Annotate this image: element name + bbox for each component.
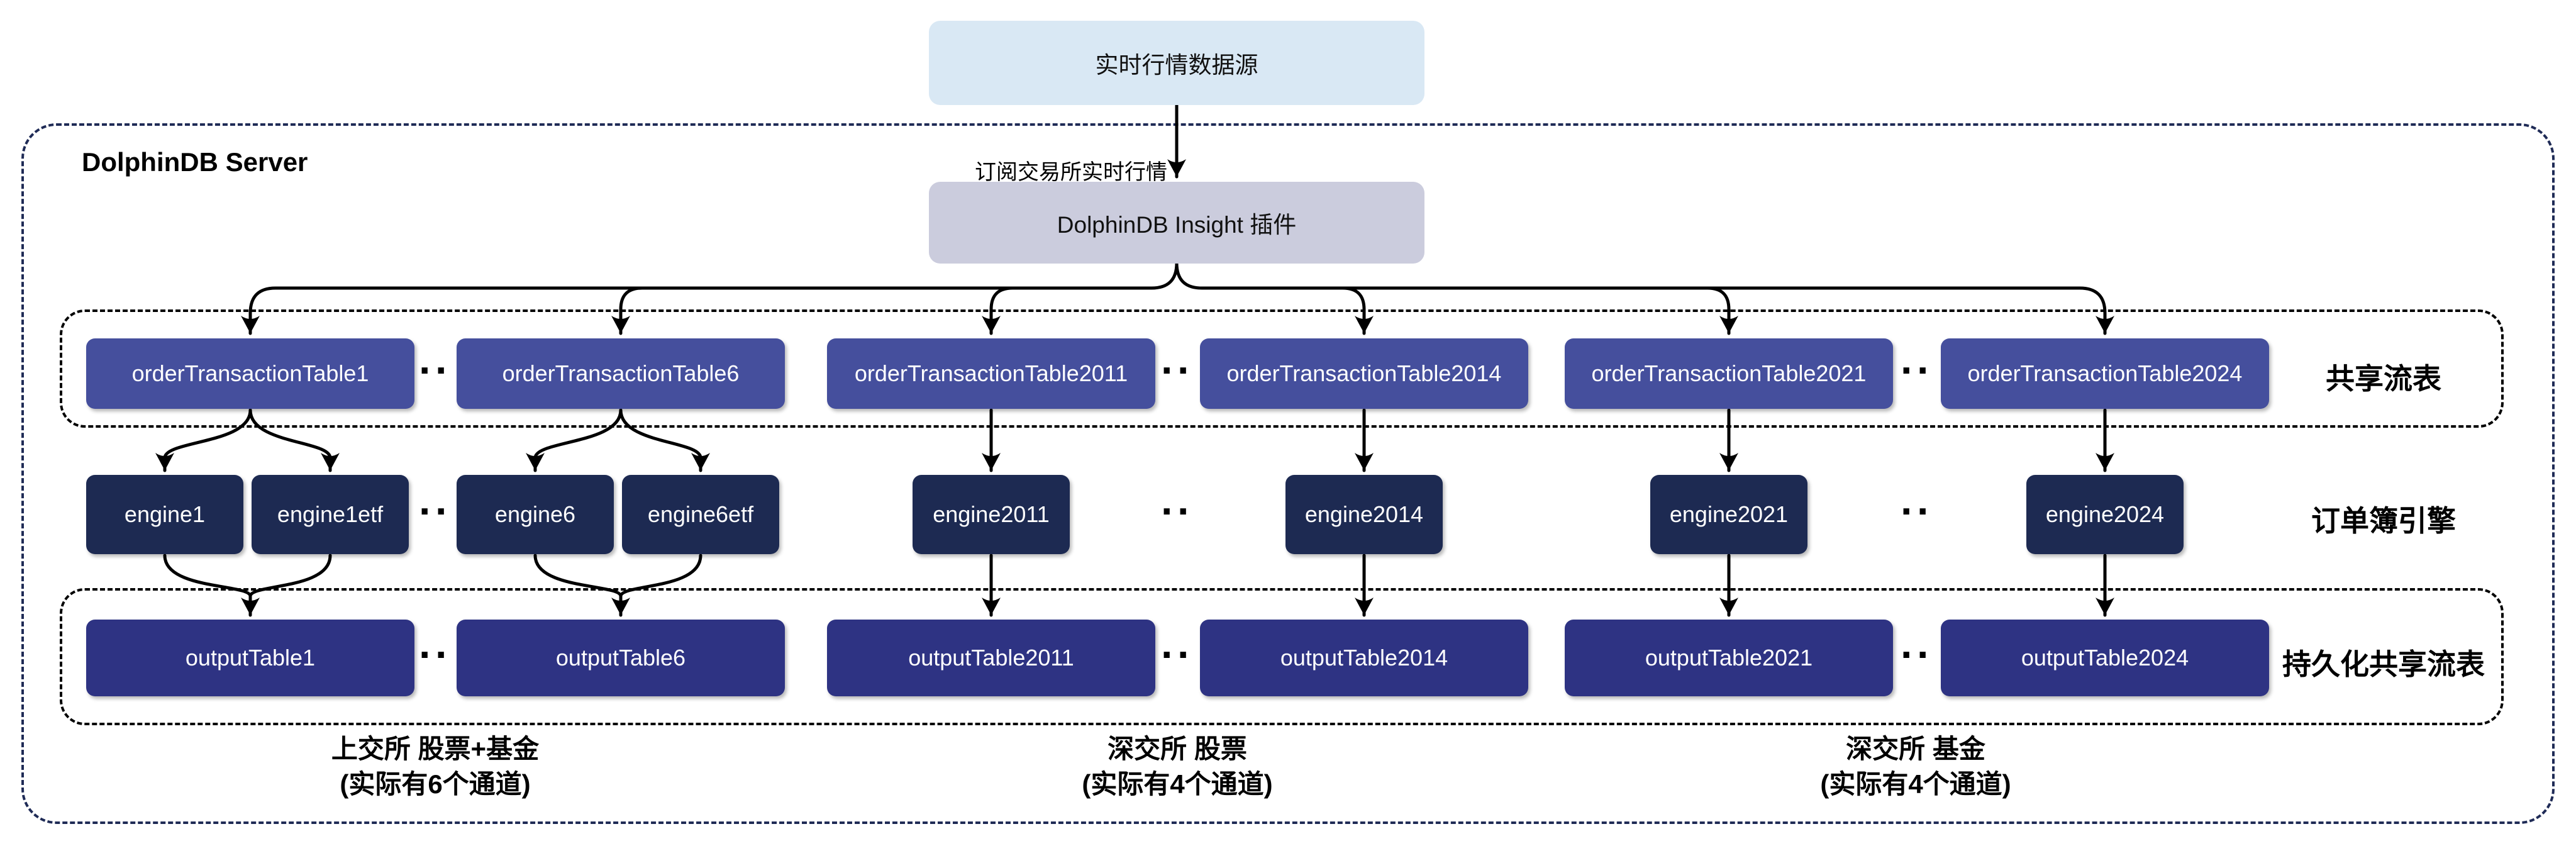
- group-label-szse-stock-line2: (实际有4个通道): [1082, 769, 1273, 799]
- node-engine2021: engine2021: [1650, 475, 1807, 554]
- node-engine1: engine1: [86, 475, 243, 554]
- node-engine2011: engine2011: [913, 475, 1070, 554]
- group-label-szse-fund-line1: 深交所 基金: [1846, 734, 1985, 764]
- node-engine6etf: engine6etf: [622, 475, 779, 554]
- node-orderTransactionTable2021: orderTransactionTable2021: [1565, 338, 1893, 409]
- node-engine1etf: engine1etf: [252, 475, 409, 554]
- node-engine2024: engine2024: [2026, 475, 2184, 554]
- group-label-szse-fund-line2: (实际有4个通道): [1820, 769, 2011, 799]
- group-label-sse-line1: 上交所 股票+基金: [331, 734, 540, 764]
- node-dolphindb-insight-plugin: DolphinDB Insight 插件: [929, 182, 1424, 264]
- node-orderTransactionTable1: orderTransactionTable1: [86, 338, 414, 409]
- output-tables-container: [60, 588, 2504, 725]
- subscribe-arrow-label: 订阅交易所实时行情: [975, 160, 1167, 184]
- node-outputTable2014: outputTable2014: [1200, 620, 1528, 696]
- node-orderTransactionTable2014: orderTransactionTable2014: [1200, 338, 1528, 409]
- server-title: DolphinDB Server: [82, 147, 308, 177]
- node-realtime-market-source: 实时行情数据源: [929, 21, 1424, 105]
- node-outputTable6: outputTable6: [457, 620, 785, 696]
- group-label-sse: 上交所 股票+基金 (实际有6个通道): [234, 732, 636, 802]
- label-shared-stream-tables: 共享流表: [2326, 362, 2441, 395]
- ellipsis-engine-2: ··: [1161, 487, 1194, 534]
- ellipsis-shared-1: ··: [419, 346, 452, 393]
- node-outputTable2021: outputTable2021: [1565, 620, 1893, 696]
- node-orderTransactionTable2011: orderTransactionTable2011: [827, 338, 1155, 409]
- group-label-szse-fund: 深交所 基金 (实际有4个通道): [1714, 732, 2117, 802]
- node-orderTransactionTable6: orderTransactionTable6: [457, 338, 785, 409]
- group-label-szse-stock-line1: 深交所 股票: [1108, 734, 1247, 764]
- dolphindb-server-container: [21, 123, 2555, 824]
- node-engine2014: engine2014: [1285, 475, 1443, 554]
- group-label-sse-line2: (实际有6个通道): [340, 769, 531, 799]
- label-order-book-engine: 订单簿引擎: [2311, 504, 2456, 537]
- ellipsis-shared-2: ··: [1161, 346, 1194, 393]
- node-engine6: engine6: [457, 475, 614, 554]
- node-orderTransactionTable2024: orderTransactionTable2024: [1941, 338, 2269, 409]
- ellipsis-engine-1: ··: [419, 487, 452, 534]
- node-outputTable1: outputTable1: [86, 620, 414, 696]
- group-label-szse-stock: 深交所 股票 (实际有4个通道): [976, 732, 1379, 802]
- ellipsis-engine-3: ··: [1901, 487, 1933, 534]
- node-outputTable2011: outputTable2011: [827, 620, 1155, 696]
- label-persisted-shared-stream-tables: 持久化共享流表: [2282, 648, 2485, 681]
- ellipsis-output-2: ··: [1161, 630, 1194, 677]
- node-outputTable2024: outputTable2024: [1941, 620, 2269, 696]
- ellipsis-output-3: ··: [1901, 630, 1933, 677]
- ellipsis-shared-3: ··: [1901, 346, 1933, 393]
- ellipsis-output-1: ··: [419, 630, 452, 677]
